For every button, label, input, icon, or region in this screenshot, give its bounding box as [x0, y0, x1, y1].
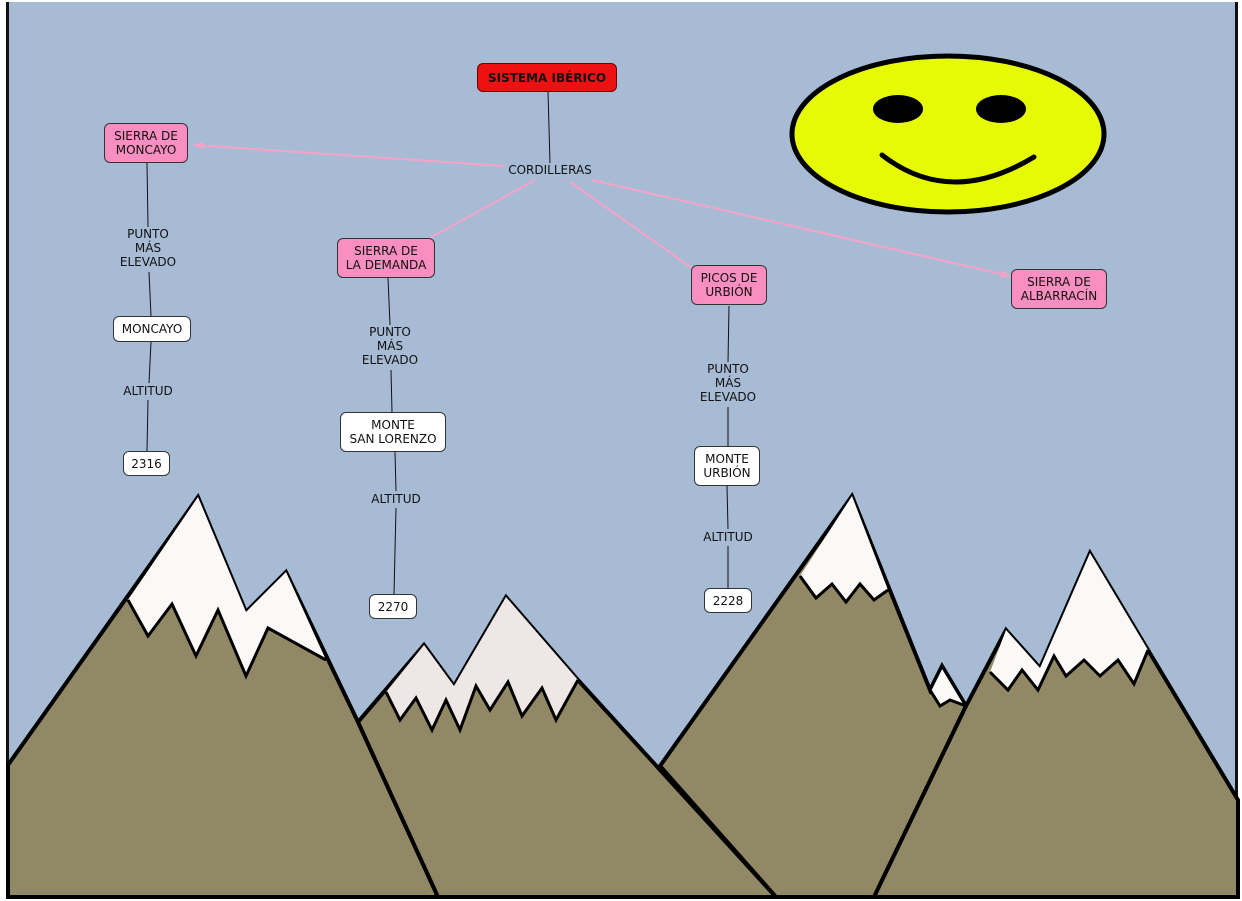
range-node-albarracin[interactable]: SIERRA DE ALBARRACÍN [1011, 269, 1107, 309]
connector-demanda-value [393, 507, 397, 595]
link-label-moncayo-altitude: ALTITUD [123, 384, 173, 398]
connector-urbion-alt [726, 485, 729, 530]
connector-hub-demanda [429, 179, 536, 239]
link-label-urbion-peak: PUNTO MÁS ELEVADO [699, 362, 757, 404]
connector-hub-urbion [569, 181, 693, 269]
link-label-moncayo-peak: PUNTO MÁS ELEVADO [119, 227, 177, 269]
connector-moncayo-label [146, 162, 149, 228]
connector-hub-moncayo [193, 141, 506, 167]
range-node-demanda[interactable]: SIERRA DE LA DEMANDA [337, 238, 435, 278]
link-label-demanda-altitude: ALTITUD [371, 492, 421, 506]
peak-node-moncayo[interactable]: MONCAYO [113, 316, 191, 342]
altitude-node-urbion[interactable]: 2228 [704, 588, 752, 613]
mountain-range-icon [6, 491, 1240, 899]
left-mountain [6, 492, 442, 899]
peak-node-urbion[interactable]: MONTE URBIÓN [694, 446, 760, 486]
connector-moncayo-peak [148, 271, 152, 317]
connector-urbion-label [727, 305, 730, 363]
altitude-node-demanda[interactable]: 2270 [369, 594, 417, 619]
middle-right-mountain [657, 491, 970, 899]
connector-demanda-peak [390, 369, 393, 413]
peak-node-demanda[interactable]: MONTE SAN LORENZO [340, 412, 446, 452]
sun-left-eye [873, 95, 923, 123]
altitude-node-moncayo[interactable]: 2316 [123, 451, 170, 476]
connectors [146, 91, 1011, 595]
connector-hub-albarracin [591, 179, 1011, 278]
range-node-urbion[interactable]: PICOS DE URBIÓN [691, 265, 767, 305]
connector-title-hub [547, 91, 551, 164]
connector-demanda-label [387, 277, 391, 326]
sun-smile [879, 152, 1037, 185]
middle-left-mountain [355, 593, 781, 899]
title-node[interactable]: SISTEMA IBÉRICO [477, 63, 617, 92]
link-label-demanda-peak: PUNTO MÁS ELEVADO [361, 325, 419, 367]
connector-moncayo-value [146, 399, 149, 452]
sun-right-eye [976, 95, 1026, 123]
right-mountain [870, 548, 1240, 899]
connector-demanda-alt [394, 451, 397, 492]
link-label-urbion-altitude: ALTITUD [703, 530, 753, 544]
smiley-sun-icon [789, 53, 1107, 215]
hub-label: CORDILLERAS [508, 163, 592, 177]
range-node-moncayo[interactable]: SIERRA DE MONCAYO [104, 123, 188, 163]
connector-moncayo-alt [148, 341, 152, 384]
